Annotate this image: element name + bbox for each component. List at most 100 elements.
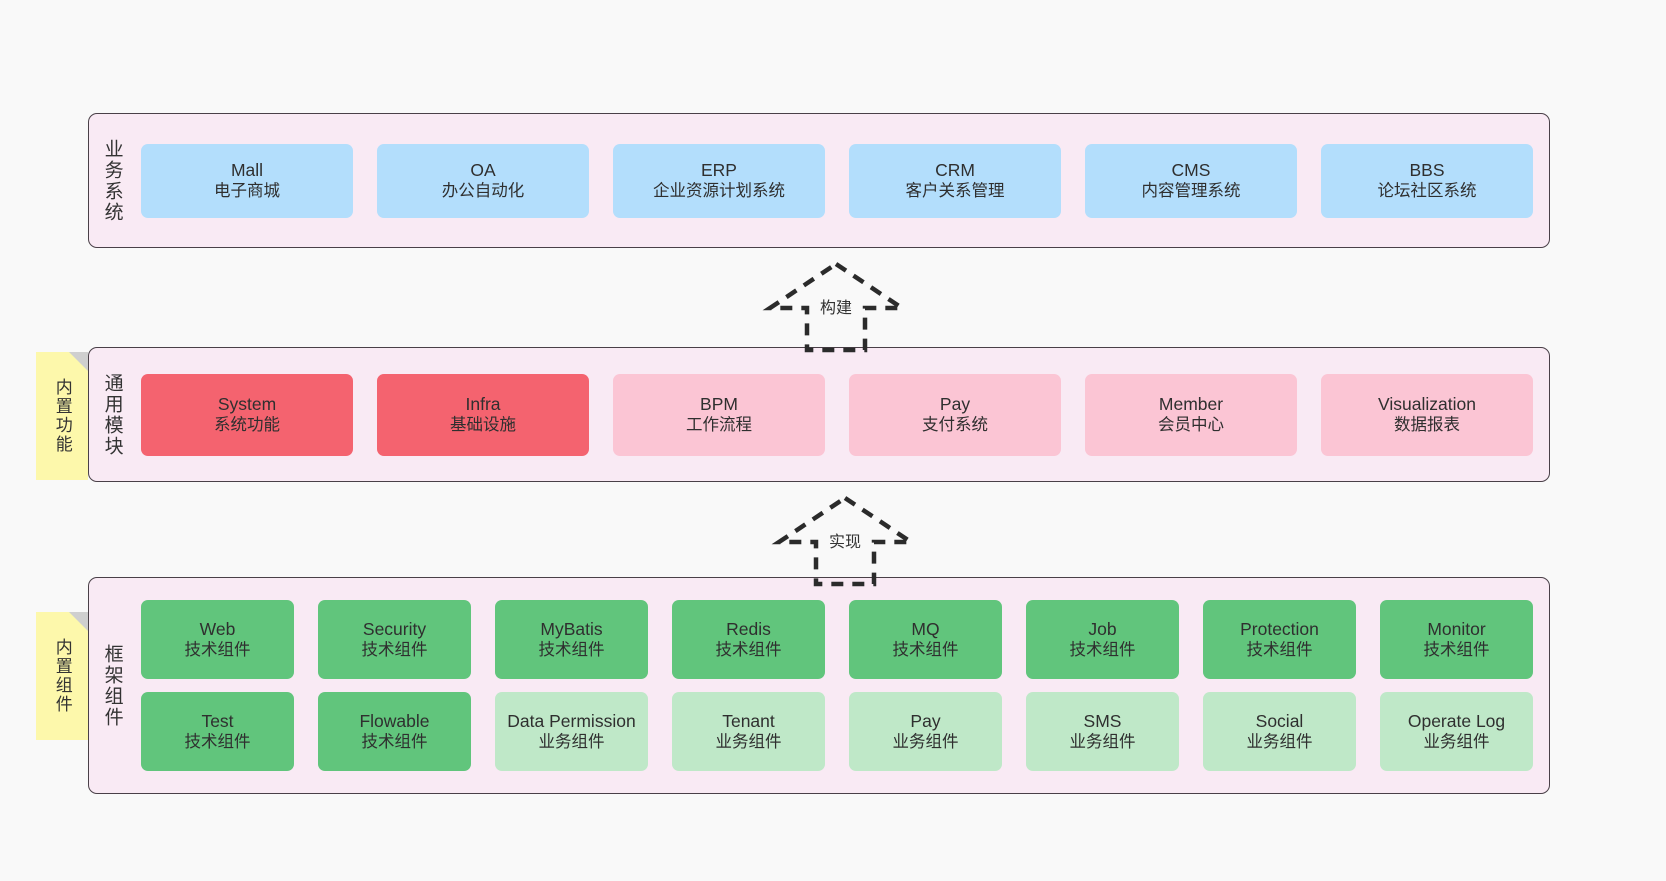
node-cms-desc: 内容管理系统 xyxy=(1141,182,1241,201)
node-oa[interactable]: OA 办公自动化 xyxy=(377,143,589,218)
node-member[interactable]: Member 会员中心 xyxy=(1085,373,1297,456)
node-crm-desc: 客户关系管理 xyxy=(905,182,1005,201)
node-system-desc: 系统功能 xyxy=(214,416,280,435)
node-mybatis[interactable]: MyBatis 技术组件 xyxy=(495,600,648,679)
framework-business-row: Test 技术组件 Flowable 技术组件 Data Permission … xyxy=(141,692,1533,771)
note-fold-icon xyxy=(69,612,88,631)
layer-title-common-modules: 通用模块 xyxy=(101,372,123,457)
note-builtin-function-label: 内置功能 xyxy=(52,378,72,454)
node-erp[interactable]: ERP 企业资源计划系统 xyxy=(613,143,825,218)
node-security[interactable]: Security 技术组件 xyxy=(318,600,471,679)
node-test[interactable]: Test 技术组件 xyxy=(141,692,294,771)
node-pay-component[interactable]: Pay 业务组件 xyxy=(849,692,1002,771)
node-social[interactable]: Social 业务组件 xyxy=(1203,692,1356,771)
node-mall[interactable]: Mall 电子商城 xyxy=(141,143,353,218)
node-erp-desc: 企业资源计划系统 xyxy=(653,182,785,201)
node-oa-desc: 办公自动化 xyxy=(441,182,525,201)
node-bbs-desc: 论坛社区系统 xyxy=(1377,182,1477,201)
node-infra-name: Infra xyxy=(465,393,501,414)
note-fold-icon xyxy=(69,352,88,371)
node-data-permission[interactable]: Data Permission 业务组件 xyxy=(495,692,648,771)
node-mall-name: Mall xyxy=(230,159,264,180)
layer-business-system: 业务系统 Mall 电子商城 OA 办公自动化 ERP 企业资源计划系统 CRM… xyxy=(88,113,1550,248)
node-tenant-name: Tenant xyxy=(722,710,775,731)
node-visualization-desc: 数据报表 xyxy=(1394,416,1460,435)
node-web-name: Web xyxy=(199,618,236,639)
node-bpm[interactable]: BPM 工作流程 xyxy=(613,373,825,456)
node-flowable-name: Flowable xyxy=(359,710,430,731)
node-sms-name: SMS xyxy=(1083,710,1122,731)
node-web[interactable]: Web 技术组件 xyxy=(141,600,294,679)
layer-common-modules: 通用模块 System 系统功能 Infra 基础设施 BPM 工作流程 Pay… xyxy=(88,347,1550,482)
connector-implement-shape xyxy=(771,495,919,587)
node-bbs[interactable]: BBS 论坛社区系统 xyxy=(1321,143,1533,218)
node-member-desc: 会员中心 xyxy=(1158,416,1224,435)
node-mall-desc: 电子商城 xyxy=(214,182,280,201)
node-redis[interactable]: Redis 技术组件 xyxy=(672,600,825,679)
node-crm-name: CRM xyxy=(935,159,975,180)
node-mybatis-name: MyBatis xyxy=(540,618,603,639)
node-data-permission-name: Data Permission xyxy=(507,710,636,731)
node-security-name: Security xyxy=(362,618,427,639)
node-pay-component-desc: 业务组件 xyxy=(892,733,959,752)
node-system[interactable]: System 系统功能 xyxy=(141,373,353,456)
node-tenant[interactable]: Tenant 业务组件 xyxy=(672,692,825,771)
node-protection[interactable]: Protection 技术组件 xyxy=(1203,600,1356,679)
node-bpm-desc: 工作流程 xyxy=(686,416,752,435)
node-flowable[interactable]: Flowable 技术组件 xyxy=(318,692,471,771)
node-oa-name: OA xyxy=(470,159,496,180)
node-data-permission-desc: 业务组件 xyxy=(538,733,605,752)
node-monitor[interactable]: Monitor 技术组件 xyxy=(1380,600,1533,679)
node-bbs-name: BBS xyxy=(1409,159,1445,180)
node-member-name: Member xyxy=(1158,393,1224,414)
node-job-name: Job xyxy=(1088,618,1117,639)
note-builtin-component-label: 内置组件 xyxy=(52,638,72,714)
node-operate-log[interactable]: Operate Log 业务组件 xyxy=(1380,692,1533,771)
node-mybatis-desc: 技术组件 xyxy=(538,641,605,660)
node-monitor-desc: 技术组件 xyxy=(1423,641,1490,660)
node-mq-desc: 技术组件 xyxy=(892,641,959,660)
node-visualization-name: Visualization xyxy=(1378,393,1476,414)
connector-build-shape xyxy=(762,261,910,353)
node-erp-name: ERP xyxy=(701,159,737,180)
business-system-row: Mall 电子商城 OA 办公自动化 ERP 企业资源计划系统 CRM 客户关系… xyxy=(141,143,1533,218)
node-crm[interactable]: CRM 客户关系管理 xyxy=(849,143,1061,218)
node-web-desc: 技术组件 xyxy=(184,641,251,660)
layer-body-framework-components: Web 技术组件 Security 技术组件 MyBatis 技术组件 Redi… xyxy=(135,578,1549,793)
node-flowable-desc: 技术组件 xyxy=(361,733,428,752)
connector-implement: 实现 xyxy=(770,492,920,588)
node-visualization[interactable]: Visualization 数据报表 xyxy=(1321,373,1533,456)
node-bpm-name: BPM xyxy=(700,393,738,414)
node-infra-desc: 基础设施 xyxy=(450,416,516,435)
node-pay-module[interactable]: Pay 支付系统 xyxy=(849,373,1061,456)
node-operate-log-name: Operate Log xyxy=(1407,710,1506,731)
node-cms[interactable]: CMS 内容管理系统 xyxy=(1085,143,1297,218)
layer-body-common-modules: System 系统功能 Infra 基础设施 BPM 工作流程 Pay 支付系统… xyxy=(135,348,1549,481)
node-redis-name: Redis xyxy=(726,618,771,639)
note-builtin-function: 内置功能 xyxy=(36,352,88,480)
layer-title-framework-components: 框架组件 xyxy=(101,643,123,728)
note-builtin-component: 内置组件 xyxy=(36,612,88,740)
connector-build: 构建 xyxy=(761,258,911,354)
framework-tech-row: Web 技术组件 Security 技术组件 MyBatis 技术组件 Redi… xyxy=(141,600,1533,679)
node-infra[interactable]: Infra 基础设施 xyxy=(377,373,589,456)
layer-framework-components: 框架组件 Web 技术组件 Security 技术组件 MyBatis 技术组件… xyxy=(88,577,1550,794)
node-mq[interactable]: MQ 技术组件 xyxy=(849,600,1002,679)
node-cms-name: CMS xyxy=(1171,159,1211,180)
node-mq-name: MQ xyxy=(911,618,940,639)
connector-implement-label: 实现 xyxy=(828,534,861,551)
node-system-name: System xyxy=(217,393,277,414)
node-tenant-desc: 业务组件 xyxy=(715,733,782,752)
node-social-desc: 业务组件 xyxy=(1246,733,1313,752)
node-pay-module-name: Pay xyxy=(939,393,971,414)
node-sms[interactable]: SMS 业务组件 xyxy=(1026,692,1179,771)
node-protection-name: Protection xyxy=(1240,618,1319,639)
node-job-desc: 技术组件 xyxy=(1069,641,1136,660)
node-redis-desc: 技术组件 xyxy=(715,641,782,660)
node-pay-module-desc: 支付系统 xyxy=(922,416,988,435)
connector-build-label: 构建 xyxy=(819,300,852,317)
layer-title-business-system: 业务系统 xyxy=(101,138,123,223)
node-protection-desc: 技术组件 xyxy=(1246,641,1313,660)
node-job[interactable]: Job 技术组件 xyxy=(1026,600,1179,679)
